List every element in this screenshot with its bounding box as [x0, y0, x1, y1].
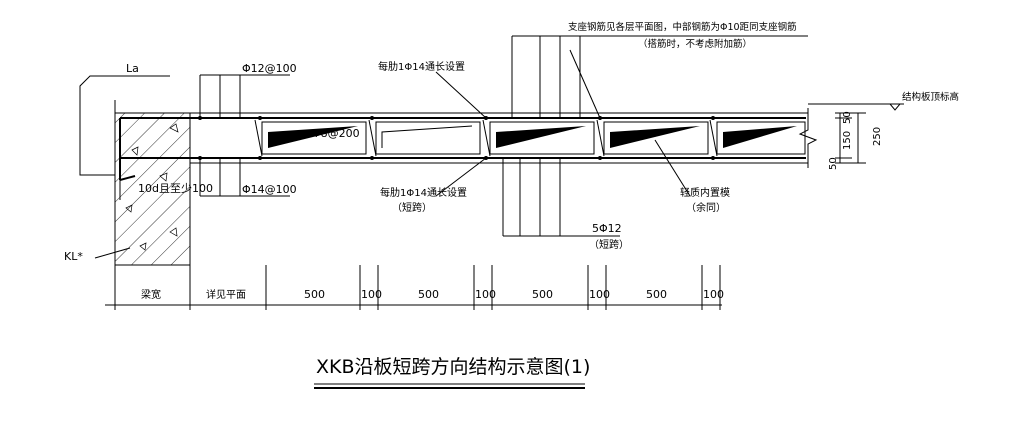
label-through-bottom: 每肋1Φ14通长设置 — [380, 186, 467, 199]
dim-right-150: 150 — [842, 131, 853, 150]
dim-seg-7: 100 — [703, 288, 724, 301]
rebar-lines — [119, 116, 806, 181]
dim-right-50a: 50 — [842, 111, 853, 124]
slab-outline — [115, 108, 818, 266]
right-dimensions — [808, 103, 904, 164]
label-top-bar: Φ12@100 — [242, 62, 297, 75]
label-bottom-bar: Φ14@100 — [242, 183, 297, 196]
la-anchorage — [79, 75, 170, 176]
label-bottom-rebar-sub: （短跨） — [589, 238, 629, 251]
beam-section — [114, 112, 191, 266]
dim-right-50b: 50 — [828, 157, 839, 170]
dim-seg-4: 500 — [532, 288, 553, 301]
label-la: La — [126, 62, 139, 75]
dim-see-plan: 详见平面 — [206, 288, 246, 301]
label-through-bottom-sub: （短跨） — [392, 201, 432, 214]
label-stirrup: Φ8@200 — [312, 127, 360, 140]
bottom-short-rebar — [502, 158, 620, 237]
ribs — [254, 119, 718, 157]
filler-voids — [261, 121, 806, 155]
label-through-top: 每肋1Φ14通长设置 — [378, 60, 465, 73]
label-filler-sub: （余同） — [686, 201, 726, 214]
support-rebar-top — [511, 35, 808, 118]
bottom-bar-group — [199, 158, 290, 197]
caption-title: XKB沿板短跨方向结构示意图(1) — [316, 356, 590, 378]
dim-seg-0: 500 — [304, 288, 325, 301]
dim-seg-1: 100 — [361, 288, 382, 301]
label-bottom-rebar: 5Φ12 — [592, 222, 622, 235]
dim-seg-2: 500 — [418, 288, 439, 301]
top-bar-group — [199, 74, 290, 118]
label-support-note-2: （搭筋时，不考虑附加筋） — [638, 38, 752, 50]
label-filler: 轻质内置模 — [680, 186, 730, 199]
dim-seg-6: 500 — [646, 288, 667, 301]
annotations: La Φ12@100 每肋1Φ14通长设置 支座钢筋见各层平面图，中部钢筋为Φ1… — [64, 21, 959, 301]
label-support-note-1: 支座钢筋见各层平面图，中部钢筋为Φ10距同支座钢筋 — [568, 21, 797, 33]
label-beam-tag: KL* — [64, 250, 83, 263]
leaders — [94, 49, 691, 259]
bottom-dimensions — [105, 265, 722, 310]
caption: XKB沿板短跨方向结构示意图(1) — [314, 356, 590, 389]
dim-beam-width: 梁宽 — [141, 288, 161, 301]
dim-right-total: 250 — [872, 127, 883, 146]
dim-seg-5: 100 — [589, 288, 610, 301]
label-hook: 10d且至少100 — [138, 182, 213, 195]
label-slab-top: 结构板顶标高 — [902, 91, 959, 103]
dim-seg-3: 100 — [475, 288, 496, 301]
